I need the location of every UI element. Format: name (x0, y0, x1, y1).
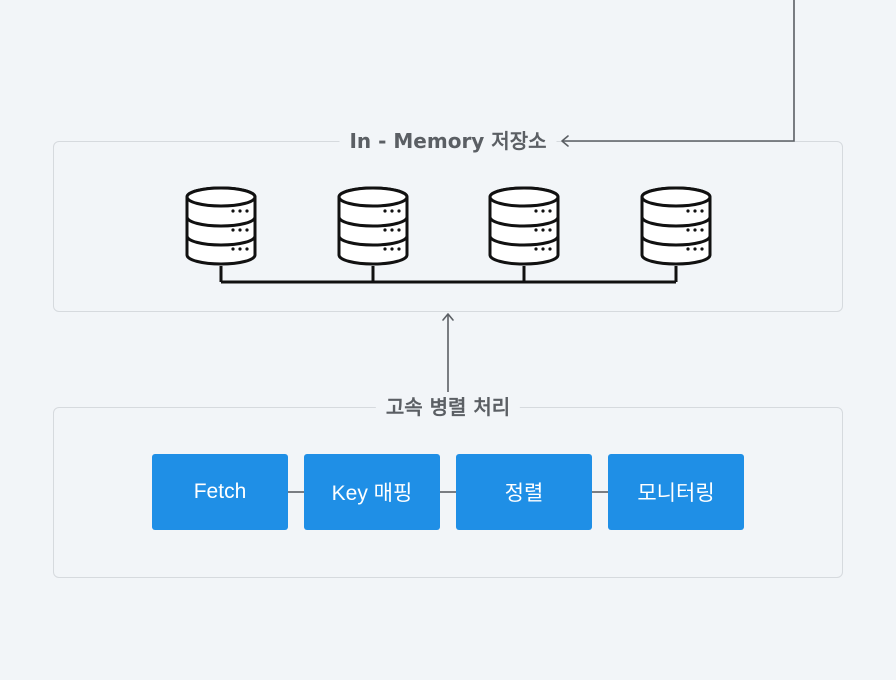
in-memory-store-title: In - Memory 저장소 (339, 129, 557, 153)
step-monitoring: 모니터링 (608, 454, 744, 530)
upward-arrowhead (442, 313, 454, 321)
parallel-processing-title: 고속 병렬 처리 (375, 395, 521, 419)
step-sort: 정렬 (456, 454, 592, 530)
incoming-connector (562, 0, 795, 142)
in-memory-store-group (53, 141, 843, 312)
step-fetch: Fetch (152, 454, 288, 530)
step-key-mapping: Key 매핑 (304, 454, 440, 530)
